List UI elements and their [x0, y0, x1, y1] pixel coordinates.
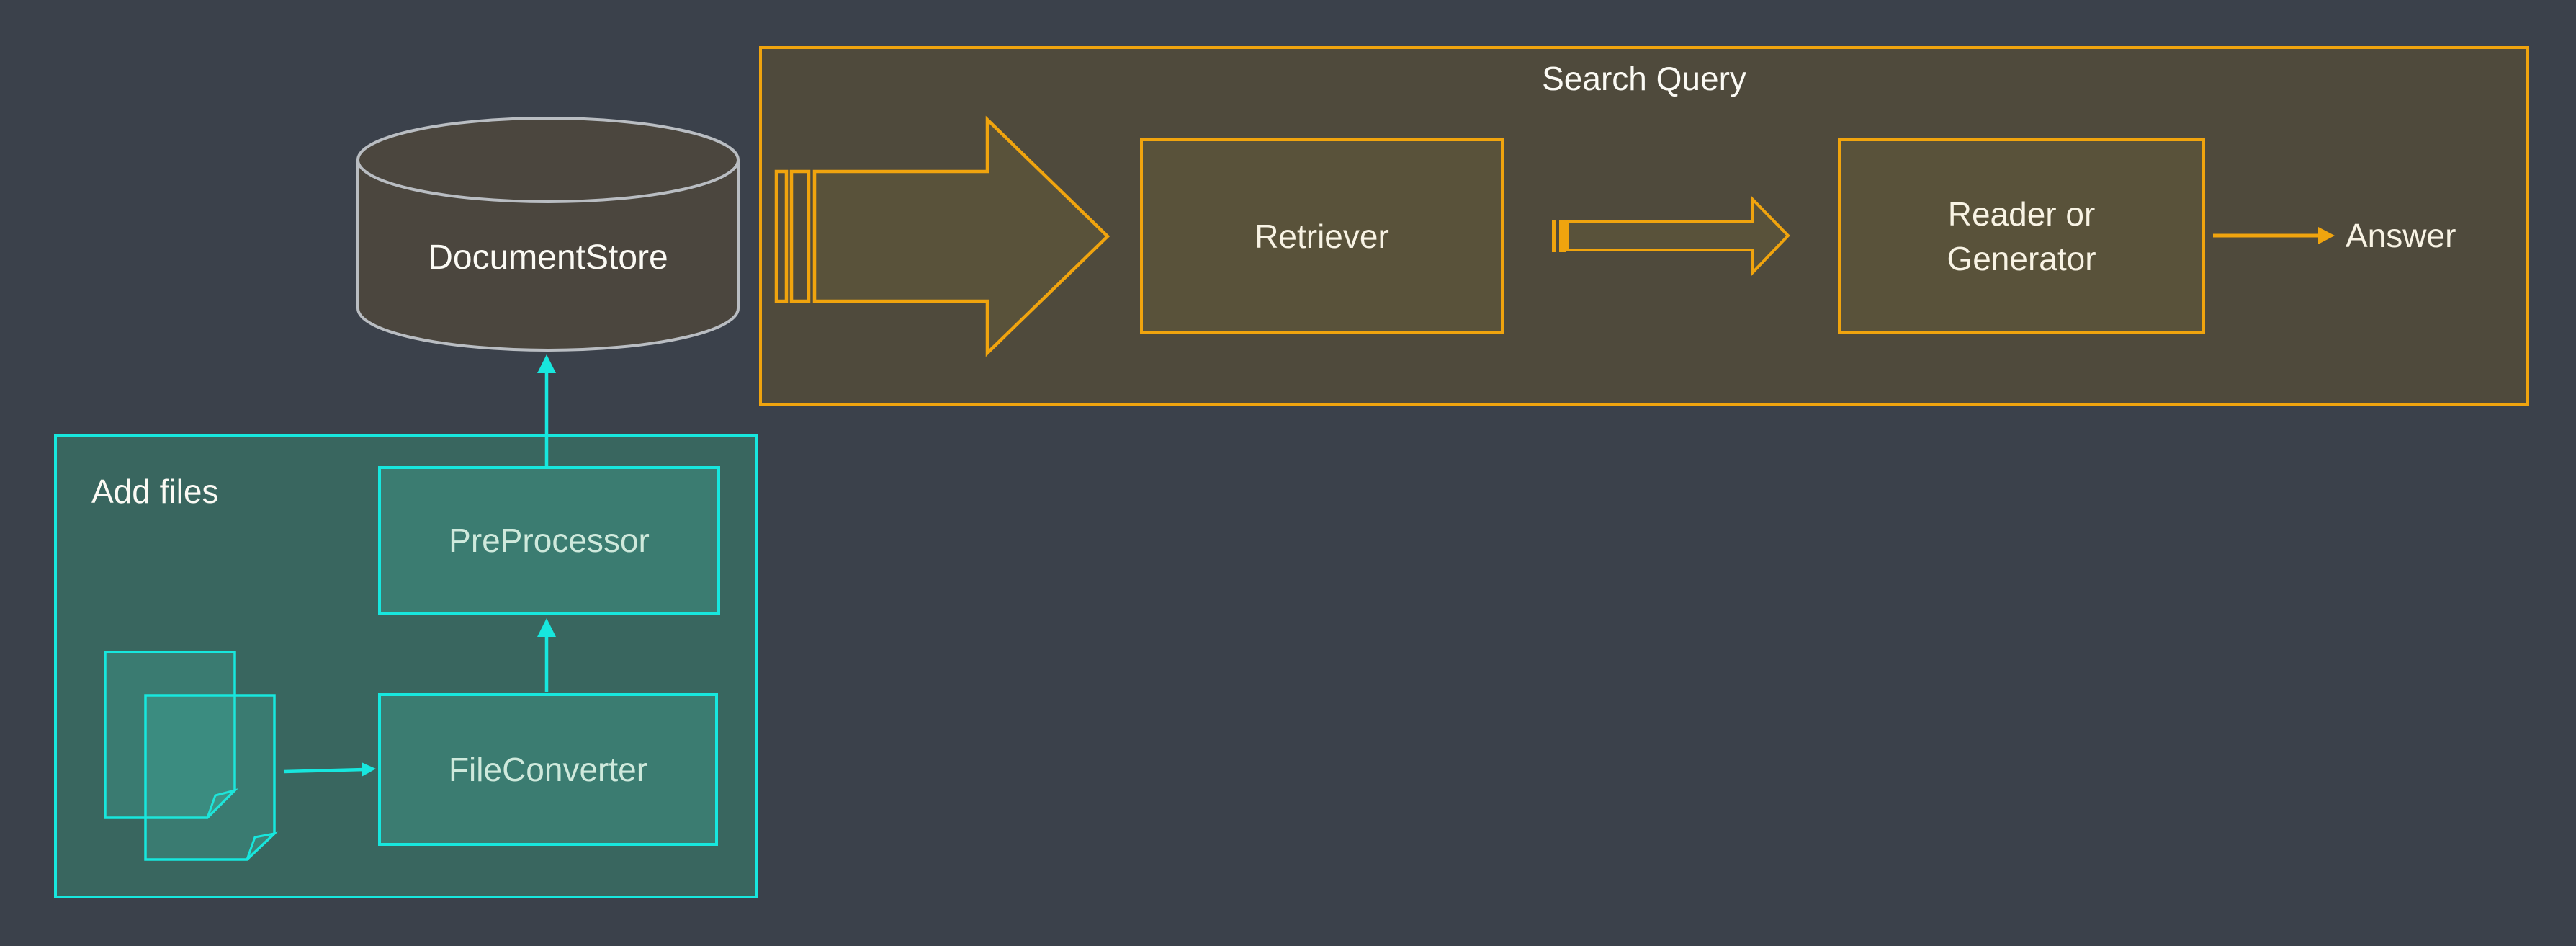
preprocessor-label: PreProcessor [449, 522, 650, 559]
reader-generator-label: Reader or Generator [1947, 192, 2096, 281]
retriever-box: Retriever [1140, 138, 1504, 334]
documentstore-label: DocumentStore [428, 238, 668, 277]
documentstore-cylinder [356, 117, 740, 352]
search-query-container [759, 46, 2529, 406]
preprocessor-box: PreProcessor [378, 466, 720, 615]
add-files-title: Add files [91, 473, 219, 510]
fileconverter-label: FileConverter [448, 751, 648, 788]
retriever-label: Retriever [1255, 218, 1389, 255]
reader-generator-label-line1: Reader or [1947, 195, 2096, 233]
fileconverter-box: FileConverter [378, 693, 718, 846]
answer-label: Answer [2346, 217, 2456, 254]
reader-generator-box: Reader or Generator [1838, 138, 2205, 334]
search-query-title: Search Query [1542, 60, 1746, 97]
reader-generator-label-line2: Generator [1947, 240, 2096, 277]
